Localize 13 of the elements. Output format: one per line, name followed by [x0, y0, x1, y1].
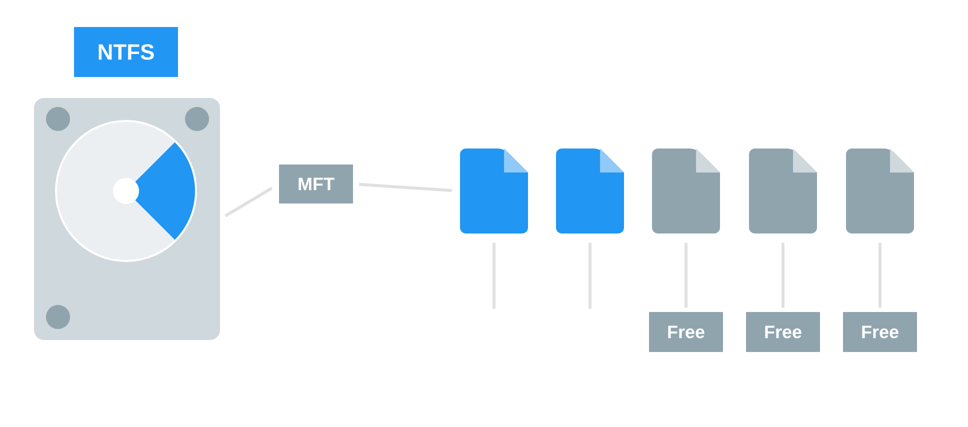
file-icon — [846, 148, 914, 234]
status-box: Free — [843, 312, 917, 352]
connector-line — [224, 186, 273, 218]
status-box: Free — [746, 312, 820, 352]
file-icon — [556, 148, 624, 234]
file-icon — [749, 148, 817, 234]
connector-line — [359, 182, 452, 192]
file-icon — [460, 148, 528, 234]
label-box: MFT — [279, 164, 353, 204]
hard-drive-drawing — [34, 98, 220, 340]
title-box: NTFS — [74, 27, 178, 77]
status-box: Free — [649, 312, 723, 352]
file-icon — [652, 148, 720, 234]
